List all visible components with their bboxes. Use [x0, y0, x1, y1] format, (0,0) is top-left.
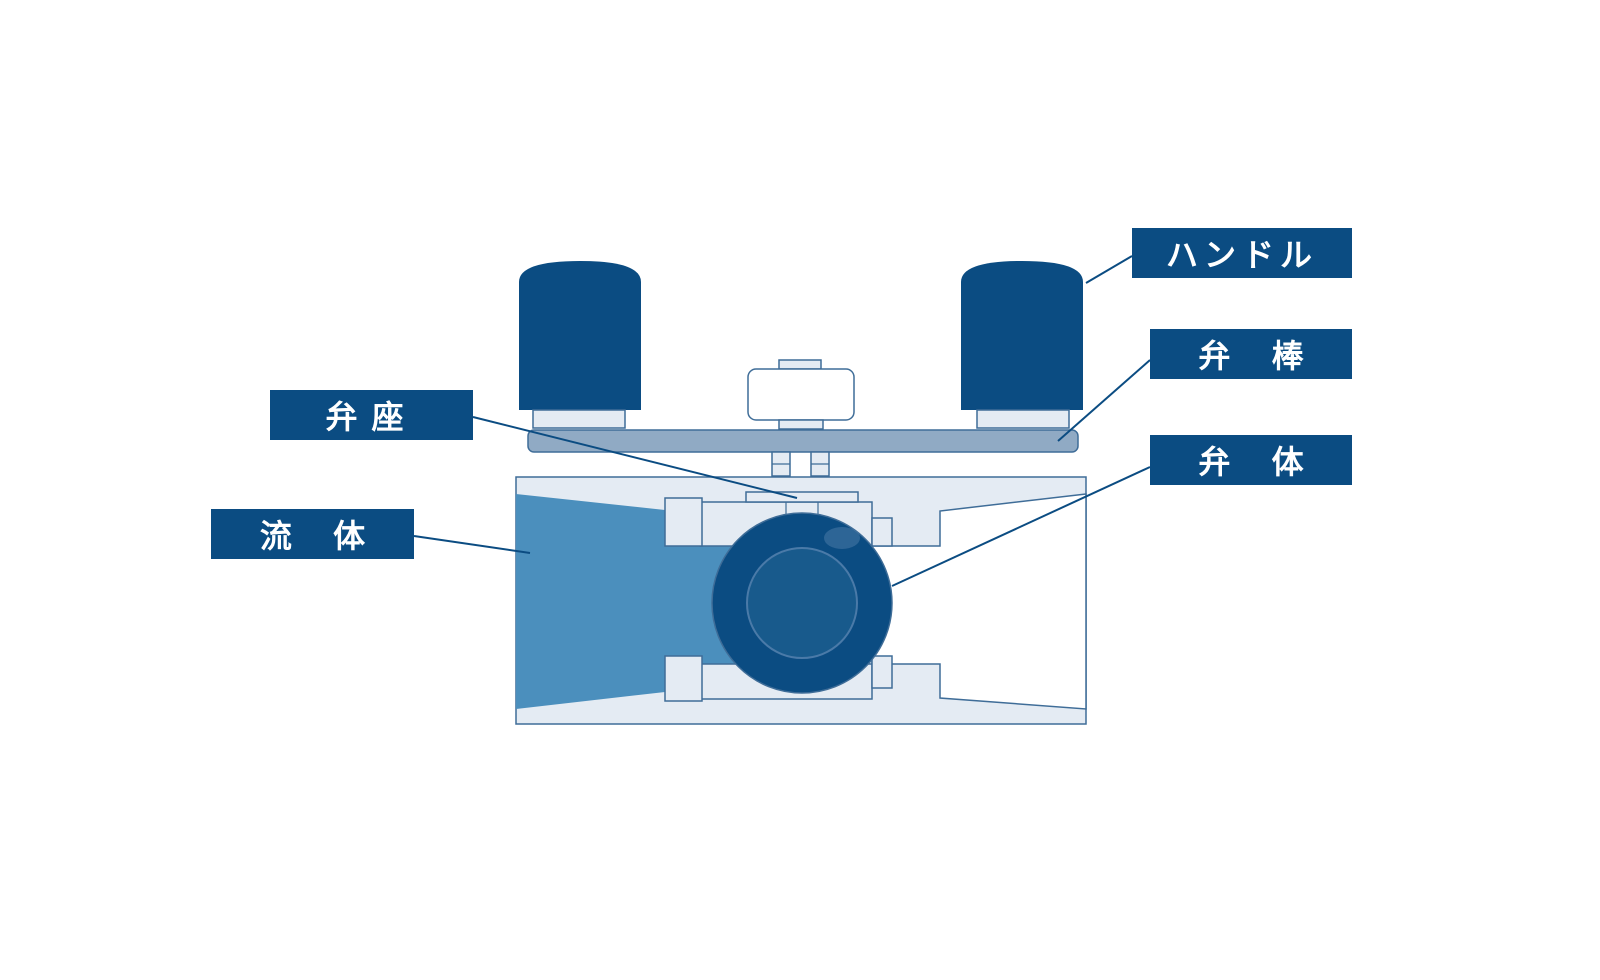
- leader-line-handle: [1085, 255, 1133, 284]
- leader-line-disc: [891, 466, 1151, 587]
- label-handle: ハンドル: [1132, 228, 1352, 278]
- handle-right: [961, 261, 1083, 429]
- label-disc: 弁 体: [1150, 435, 1352, 485]
- label-stem: 弁 棒: [1150, 329, 1352, 379]
- stem-nut: [747, 359, 855, 430]
- leader-line-stem: [1057, 359, 1151, 442]
- label-fluid: 流 体: [211, 509, 414, 559]
- leader-line-fluid: [413, 535, 531, 554]
- stem-bar: [527, 429, 1079, 453]
- valve-disc: [711, 512, 893, 694]
- leader-line-seat: [472, 416, 798, 499]
- stem-shaft: [771, 451, 830, 477]
- label-seat: 弁座: [270, 390, 473, 440]
- handle-left: [519, 261, 641, 429]
